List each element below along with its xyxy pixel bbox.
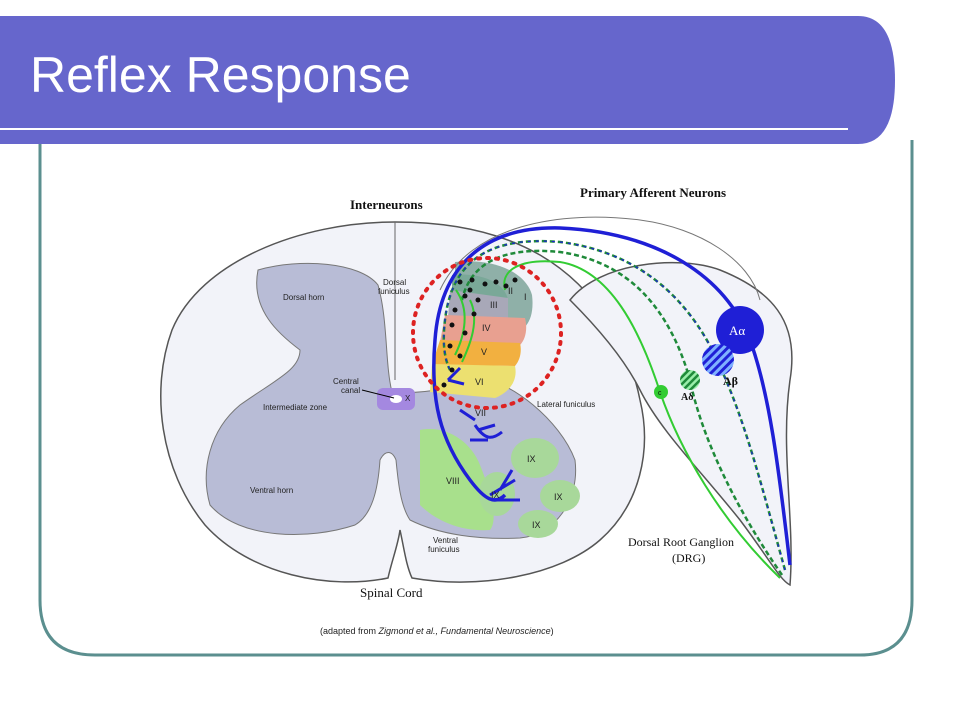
lamina-ix-1 <box>511 438 559 478</box>
label-interneurons: Interneurons <box>350 197 423 212</box>
fiber-c <box>503 260 781 579</box>
caption-prefix: (adapted from <box>320 626 379 636</box>
label-fiber-a-beta: Aβ <box>723 374 738 388</box>
label-lamina-iv: IV <box>482 323 491 333</box>
label-fiber-a-delta: Aδ <box>681 392 693 403</box>
label-lamina-ix-3: IX <box>554 492 563 502</box>
label-dorsal-horn: Dorsal horn <box>283 293 324 302</box>
label-lamina-vii: VII <box>475 408 486 418</box>
label-x: X <box>405 394 411 403</box>
label-central-canal: Central <box>333 377 359 386</box>
central-canal <box>390 395 402 403</box>
label-lamina-ix-2: IX <box>491 490 500 500</box>
label-lamina-vi: VI <box>475 377 484 387</box>
fiber-a-delta <box>460 249 784 576</box>
caption-suffix: ) <box>551 626 554 636</box>
slide-frame <box>38 140 914 657</box>
label-central-canal-2: canal <box>341 386 360 395</box>
label-lamina-ix-1: IX <box>527 454 536 464</box>
caption: (adapted from Zigmond et al., Fundamenta… <box>320 626 554 636</box>
lamina-ix-3 <box>518 510 558 538</box>
label-lamina-i: I <box>524 292 527 302</box>
a-beta-cell-body <box>702 344 734 376</box>
label-lamina-iii: III <box>490 300 498 310</box>
label-ventral-funiculus-2: funiculus <box>428 545 460 554</box>
label-drg: Dorsal Root Ganglion <box>628 535 734 549</box>
lamina-ix-4 <box>479 472 515 516</box>
label-lamina-ii: II <box>508 286 513 296</box>
lamina-v-region <box>432 340 521 366</box>
label-lamina-v: V <box>481 347 487 357</box>
label-ventral-horn: Ventral horn <box>250 486 293 495</box>
a-delta-cell-body <box>680 370 700 390</box>
label-spinal-cord: Spinal Cord <box>360 585 423 600</box>
title-bar <box>0 16 895 144</box>
page-title: Reflex Response <box>30 47 411 103</box>
label-ventral-funiculus: Ventral <box>433 536 458 545</box>
lamina-ix-2 <box>540 480 580 512</box>
interneuron-dots <box>441 277 518 388</box>
fiber-a-alpha <box>432 226 792 566</box>
caption-source: Zigmond et al., Fundamental Neuroscience <box>378 626 551 636</box>
c-cell-body <box>654 385 668 399</box>
label-fiber-a-alpha: Aα <box>729 323 745 338</box>
label-dorsal-funiculus-2: funiculus <box>378 287 410 296</box>
label-lamina-viii: VIII <box>446 476 460 486</box>
label-drg-2: (DRG) <box>672 551 705 565</box>
spinal-cord-diagram: Interneurons Primary Afferent Neurons Do… <box>160 185 793 636</box>
label-primary-afferent: Primary Afferent Neurons <box>580 185 726 200</box>
a-alpha-cell-body <box>716 306 764 354</box>
lamina-viii-region <box>420 429 494 531</box>
lamina-vi-region <box>430 364 516 398</box>
label-dorsal-funiculus: Dorsal <box>383 278 406 287</box>
label-fiber-c: c <box>658 390 662 397</box>
highlight-circle <box>411 256 563 410</box>
label-lateral-funiculus: Lateral funiculus <box>537 400 595 409</box>
label-lamina-ix-4: IX <box>532 520 541 530</box>
label-intermediate-zone: Intermediate zone <box>263 403 328 412</box>
